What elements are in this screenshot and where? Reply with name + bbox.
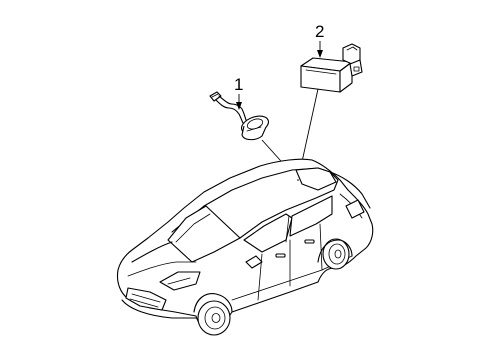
socket-body	[241, 125, 267, 141]
rear-side-window	[289, 195, 333, 237]
rear-door-seam	[319, 223, 323, 271]
grille-bar-1	[131, 293, 161, 303]
grille-bar-2	[129, 298, 159, 308]
module-connector	[349, 59, 363, 77]
part-1-lamp-harness	[209, 91, 299, 181]
callout-2: 2	[315, 22, 324, 58]
rear-window	[295, 167, 337, 191]
side-mirror	[245, 255, 263, 269]
rear-rim	[328, 243, 346, 265]
windshield-reflection	[175, 213, 211, 243]
front-hub	[211, 313, 221, 323]
part-2-module	[297, 43, 363, 181]
front-wheel-arch	[193, 293, 233, 313]
front-bumper	[121, 299, 197, 319]
front-wheel	[197, 300, 231, 336]
module-seam	[305, 69, 337, 75]
harness-wire-b	[215, 99, 244, 124]
callout-2-label: 2	[315, 22, 324, 41]
socket-rib	[246, 126, 262, 132]
harness-connector-detail	[211, 93, 219, 98]
hood-line	[131, 241, 173, 263]
front-tire	[197, 300, 231, 336]
hood-front-edge	[127, 261, 197, 277]
rear-door-handle	[304, 239, 315, 244]
callout-1-label: 1	[234, 75, 243, 94]
harness-wire-a	[218, 95, 247, 121]
leader-target-point	[297, 179, 299, 181]
module-side-face	[339, 61, 353, 93]
front-grille	[125, 287, 167, 311]
headlamp-detail	[167, 277, 191, 285]
tail-lamp	[345, 199, 365, 219]
module-bracket-detail	[346, 46, 358, 51]
front-door-seam	[257, 253, 263, 301]
b-pillar	[285, 215, 290, 243]
front-rim	[204, 306, 226, 330]
rear-hub	[334, 249, 342, 259]
front-door-handle	[275, 253, 286, 258]
rear-wheel-arch	[317, 239, 353, 263]
module-connector-pin	[353, 66, 360, 72]
vehicle-sedan	[116, 158, 374, 336]
callout-2-arrowhead	[317, 50, 323, 58]
rear-wheel	[322, 238, 350, 270]
trunk-lid-line	[329, 171, 371, 209]
